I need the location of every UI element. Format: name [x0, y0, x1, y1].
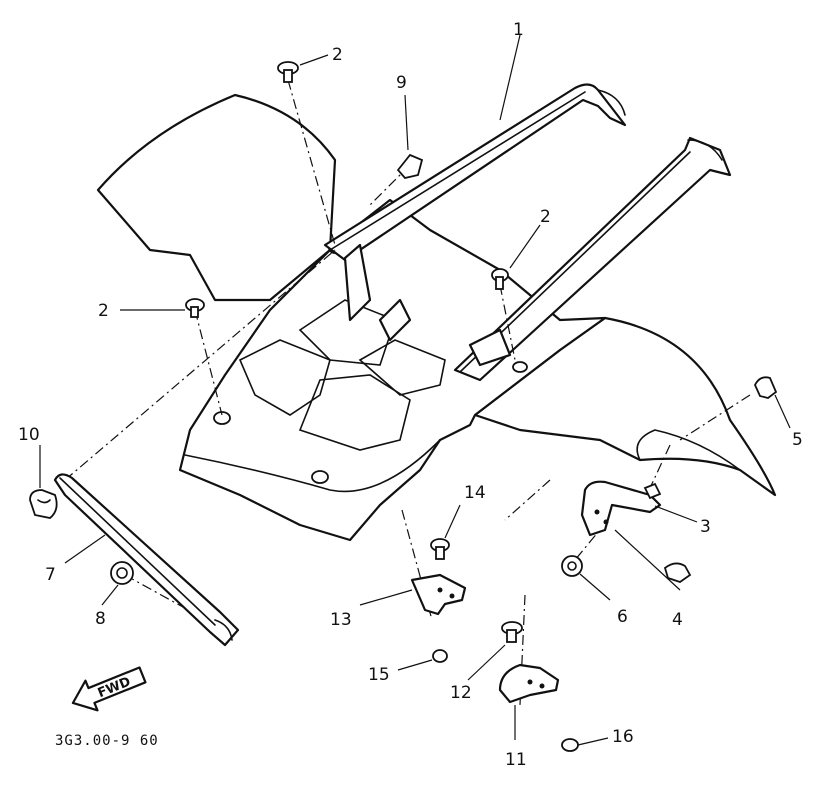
- nut-6: [561, 555, 583, 577]
- fender-recess-top: [298, 299, 396, 366]
- callout-15: 15: [368, 665, 390, 685]
- fender-right-wing: [473, 316, 777, 497]
- carrier-rail-right: [453, 136, 732, 382]
- callout-5: 5: [792, 430, 803, 450]
- fender-right-wing-edge: [636, 429, 741, 471]
- callout-16: 16: [612, 727, 634, 747]
- bracket-11: [498, 663, 560, 704]
- nut-16: [561, 738, 579, 752]
- callout-2-top: 2: [332, 45, 343, 65]
- carrier-rail-top: [323, 83, 627, 342]
- rail-top-bracket-2: [378, 298, 412, 342]
- rail-right-bar: [453, 136, 732, 382]
- bolt-2-right: [491, 268, 509, 290]
- fender-lower-edge: [184, 439, 441, 493]
- callout-8: 8: [95, 609, 106, 629]
- band-4: [663, 562, 692, 583]
- fender-recess-right: [358, 339, 446, 396]
- fender-recess-left: [238, 339, 331, 416]
- bracket-13: [410, 573, 467, 616]
- bolt-12: [501, 621, 523, 643]
- callout-6: 6: [617, 607, 628, 627]
- rail-right-end: [687, 139, 723, 161]
- clip-9: [396, 153, 424, 179]
- callout-numbers: 1 2 9 2 2 5 10 7 8 14 13 3 4 6 15 12 16 …: [18, 20, 803, 770]
- fender-left-wing: [96, 93, 337, 302]
- callout-4: 4: [672, 610, 683, 630]
- drawing-code: 3G3.00-9 60: [55, 733, 159, 749]
- bolt-5: [754, 376, 778, 399]
- callout-9: 9: [396, 73, 407, 93]
- callout-10: 10: [18, 425, 40, 445]
- callout-3: 3: [700, 517, 711, 537]
- callout-2-right: 2: [540, 207, 551, 227]
- fender-recess-center: [298, 374, 411, 451]
- rail-right-bracket: [468, 328, 512, 367]
- grommet-10: [29, 489, 58, 519]
- callout-13: 13: [330, 610, 352, 630]
- callout-11: 11: [505, 750, 527, 770]
- callout-14: 14: [464, 483, 486, 503]
- fwd-arrow: FWD: [71, 666, 147, 712]
- leader-lines: [39, 34, 791, 746]
- callout-7: 7: [45, 565, 56, 585]
- callout-12: 12: [450, 683, 472, 703]
- callout-2-left: 2: [98, 301, 109, 321]
- bolt-2-top: [277, 61, 299, 83]
- rail-top-end: [597, 89, 626, 116]
- stay-7: [53, 473, 240, 647]
- nut-15: [432, 649, 448, 663]
- rail-top-bracket: [343, 243, 372, 322]
- bolt-14: [430, 538, 450, 560]
- mount-hole-left: [213, 411, 231, 425]
- arrow-shape: [71, 666, 147, 712]
- rail-top-bar: [323, 83, 627, 262]
- rail-top-line: [329, 91, 586, 251]
- mount-hole-bottom: [311, 470, 329, 484]
- bolt-2-left: [185, 298, 205, 318]
- mount-hole-right: [512, 361, 528, 373]
- nut-8: [110, 561, 134, 585]
- bracket-3: [580, 480, 662, 537]
- callout-1: 1: [513, 20, 524, 40]
